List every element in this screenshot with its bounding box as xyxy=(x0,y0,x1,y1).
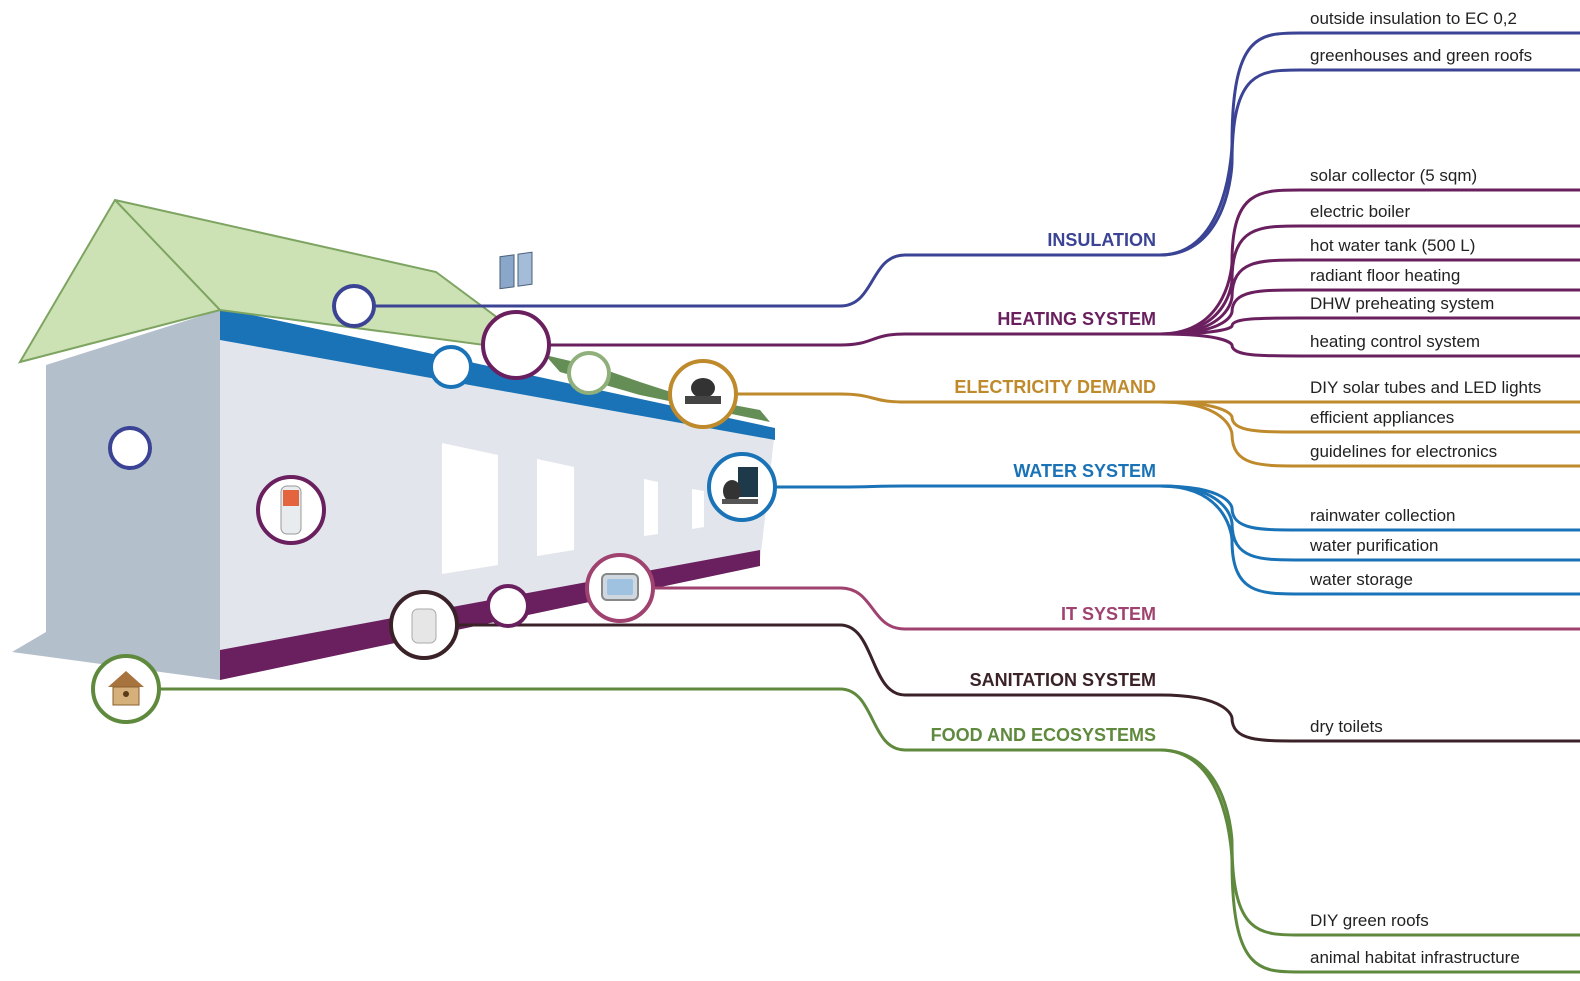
water-pump-icon[interactable] xyxy=(707,452,777,522)
insulation-item-label: outside insulation to EC 0,2 xyxy=(1310,9,1517,28)
electricity-item-connector xyxy=(1159,400,1580,434)
roof-ridge-line xyxy=(114,199,221,311)
electricity-item-label: efficient appliances xyxy=(1310,408,1454,427)
heating-item-connector xyxy=(1159,332,1580,358)
sanitation-main-connector xyxy=(457,623,1160,697)
food-main-connector xyxy=(159,687,1160,752)
heating-item-connector xyxy=(1159,288,1580,336)
sanitation-category-label: SANITATION SYSTEM xyxy=(970,670,1156,690)
window xyxy=(644,479,658,536)
heating-item-label: electric boiler xyxy=(1310,202,1410,221)
house-side-wall xyxy=(12,310,220,680)
window xyxy=(692,489,704,529)
insulation-item-connector xyxy=(1159,31,1580,257)
electricity-category-label: ELECTRICITY DEMAND xyxy=(954,377,1156,397)
solar-panel-icon[interactable] xyxy=(481,251,551,380)
water-category-label: WATER SYSTEM xyxy=(1013,461,1156,481)
water-main-connector xyxy=(775,484,1160,489)
heating-category-label: HEATING SYSTEM xyxy=(997,309,1156,329)
hot-water-tank-icon[interactable] xyxy=(256,475,326,545)
gutter-marker-circle[interactable] xyxy=(429,345,473,389)
food-item-label: DIY green roofs xyxy=(1310,911,1429,930)
electricity-item-label: guidelines for electronics xyxy=(1310,442,1497,461)
heating-item-label: DHW preheating system xyxy=(1310,294,1494,313)
water-item-label: water storage xyxy=(1309,570,1413,589)
food-item-connector xyxy=(1159,748,1580,974)
roof-marker-circle[interactable] xyxy=(567,351,611,395)
labels: INSULATION outside insulation to EC 0,2 gr… xyxy=(931,9,1542,967)
insulation-item-connector xyxy=(1159,68,1580,257)
food-category-label: FOOD AND ECOSYSTEMS xyxy=(931,725,1156,745)
insulation-main-connector xyxy=(374,253,1160,308)
electricity-main-connector xyxy=(736,392,1160,404)
water-item-connector xyxy=(1159,484,1580,532)
electricity-item-label: DIY solar tubes and LED lights xyxy=(1310,378,1541,397)
window xyxy=(442,443,498,574)
electricity-item-connector xyxy=(1159,400,1580,468)
wall-marker-circle[interactable] xyxy=(108,426,152,470)
electric-boiler-icon[interactable] xyxy=(668,359,738,429)
heating-item-label: radiant floor heating xyxy=(1310,266,1460,285)
water-item-label: water purification xyxy=(1309,536,1439,555)
food-item-label: animal habitat infrastructure xyxy=(1310,948,1520,967)
heating-item-label: heating control system xyxy=(1310,332,1480,351)
control-panel-icon[interactable] xyxy=(585,553,655,623)
heating-item-connector xyxy=(1159,316,1580,336)
sanitation-item-label: dry toilets xyxy=(1310,717,1383,736)
heating-item-connector xyxy=(1159,224,1580,336)
birdhouse-icon[interactable] xyxy=(91,654,161,724)
it-main-connector xyxy=(653,586,1160,631)
house-markers xyxy=(91,251,777,724)
house-roof xyxy=(17,198,549,364)
water-item-label: rainwater collection xyxy=(1310,506,1456,525)
window xyxy=(537,459,574,556)
dry-toilet-icon[interactable] xyxy=(389,590,459,660)
base-marker-circle[interactable] xyxy=(486,584,530,628)
heating-item-label: solar collector (5 sqm) xyxy=(1310,166,1477,185)
heating-item-connector xyxy=(1159,258,1580,336)
water-item-connector xyxy=(1159,484,1580,596)
insulation-item-label: greenhouses and green roofs xyxy=(1310,46,1532,65)
connector-lines xyxy=(159,31,1580,974)
food-item-connector xyxy=(1159,748,1580,937)
sanitation-item-connector xyxy=(1159,693,1580,743)
heating-main-connector xyxy=(549,332,1160,347)
insulation-category-label: INSULATION xyxy=(1047,230,1156,250)
it-category-label: IT SYSTEM xyxy=(1061,604,1156,624)
water-item-connector xyxy=(1159,484,1580,562)
empty-circle[interactable] xyxy=(332,284,376,328)
heating-item-label: hot water tank (500 L) xyxy=(1310,236,1475,255)
